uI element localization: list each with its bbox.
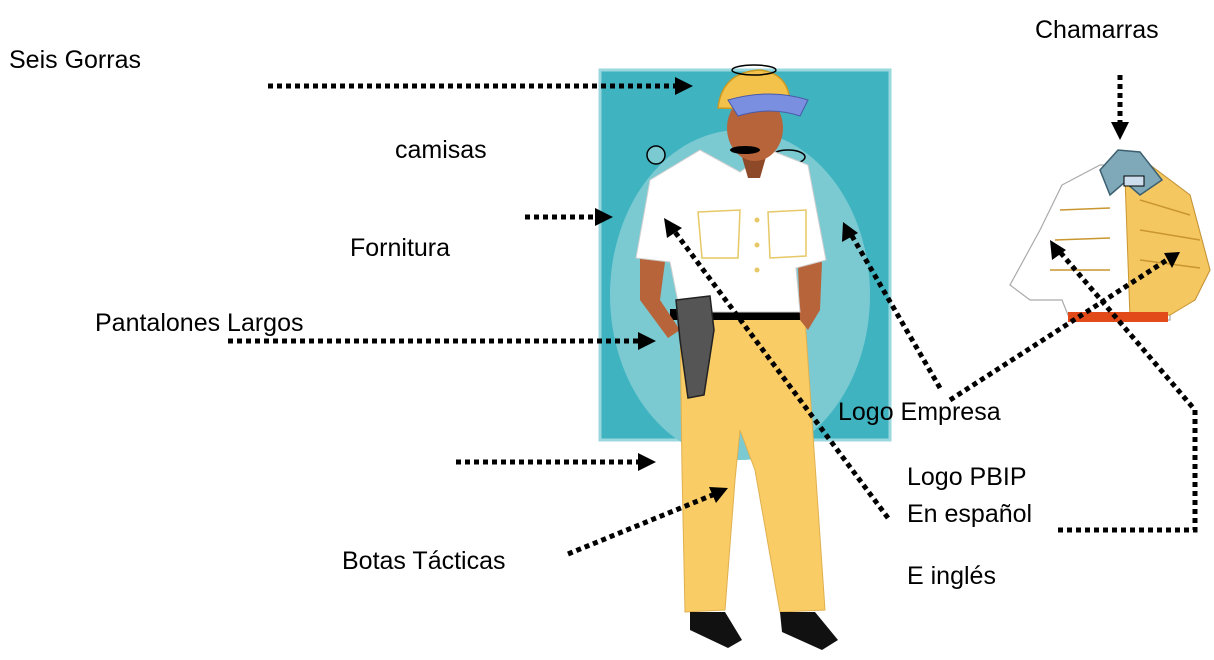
label-botas: Botas Tácticas	[342, 547, 506, 575]
left-shoe	[690, 612, 742, 648]
right-arm	[798, 262, 822, 330]
label-logo-empresa: Logo Empresa	[838, 398, 1001, 426]
label-logo-pbip: Logo PBIP	[907, 463, 1027, 491]
arrow-empresa-guard	[849, 234, 943, 390]
cap-top	[731, 64, 777, 76]
label-chamarras: Chamarras	[1035, 16, 1159, 44]
arrowheads	[595, 77, 1180, 503]
label-fornitura: Fornitura	[350, 234, 451, 262]
bubble	[646, 145, 666, 165]
pants	[679, 317, 826, 613]
arrow-pbip-jacket	[1058, 250, 1198, 533]
label-pantalones: Pantalones Largos	[95, 309, 304, 337]
jacket-hem	[1068, 312, 1168, 322]
pocket-left	[697, 209, 741, 259]
label-ingles: E inglés	[907, 562, 996, 590]
arrow-pbip-guard	[672, 230, 891, 520]
arrow-empresa-jacket	[948, 255, 1172, 403]
jacket-collar	[1099, 149, 1164, 197]
label-espanol: En español	[907, 500, 1033, 528]
cap-visor	[727, 93, 809, 117]
jacket-illustration	[1009, 149, 1211, 322]
left-arm	[640, 255, 680, 338]
right-shoe	[780, 612, 838, 650]
pocket-right	[767, 209, 807, 259]
jacket-badge	[1123, 175, 1145, 187]
holster	[675, 295, 715, 399]
label-camisas: camisas	[395, 136, 487, 164]
label-gorras: Seis Gorras	[9, 46, 141, 74]
arrows	[228, 75, 1198, 557]
